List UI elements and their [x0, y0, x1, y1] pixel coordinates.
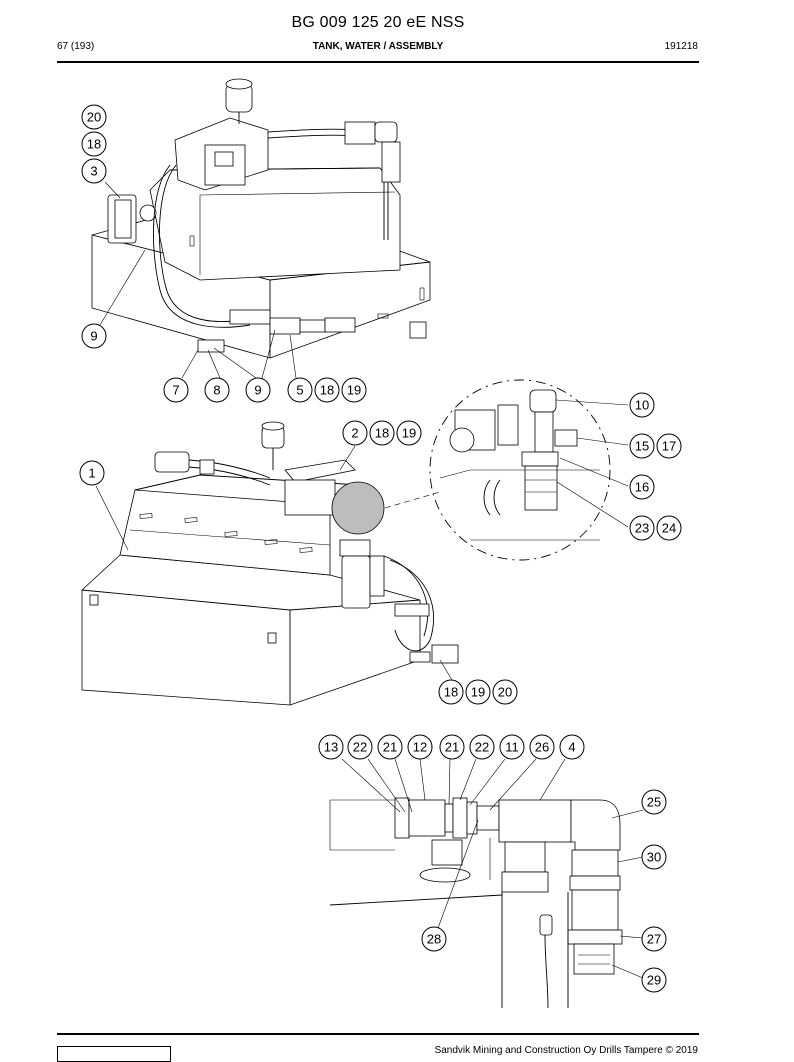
callout-22-b: 22 — [469, 734, 495, 760]
callout-23: 23 — [629, 515, 655, 541]
svg-text:16: 16 — [635, 480, 649, 495]
svg-text:10: 10 — [635, 398, 649, 413]
callout-26: 26 — [529, 734, 555, 760]
svg-text:25: 25 — [647, 795, 661, 810]
callout-19-top-row: 19 — [341, 377, 367, 403]
svg-text:18: 18 — [320, 383, 334, 398]
svg-text:5: 5 — [296, 383, 303, 398]
callout-8: 8 — [204, 377, 230, 403]
svg-text:7: 7 — [172, 383, 179, 398]
svg-text:21: 21 — [383, 740, 397, 755]
callout-27: 27 — [641, 926, 667, 952]
callout-19-mid: 19 — [396, 420, 422, 446]
svg-text:18: 18 — [375, 426, 389, 441]
svg-text:18: 18 — [87, 137, 101, 152]
svg-text:2: 2 — [351, 426, 358, 441]
callout-21-b: 21 — [439, 734, 465, 760]
callout-9-bottom: 9 — [245, 377, 271, 403]
svg-text:20: 20 — [498, 685, 512, 700]
document-title: BG 009 125 20 eE NSS — [291, 14, 465, 31]
callout-10: 10 — [629, 392, 655, 418]
top-tank-illustration — [91, 78, 431, 359]
svg-text:19: 19 — [471, 685, 485, 700]
bottom-pipe-detail — [329, 758, 644, 1009]
detail-view — [429, 379, 629, 561]
callout-4: 4 — [559, 734, 585, 760]
svg-text:1: 1 — [88, 466, 95, 481]
svg-text:21: 21 — [445, 740, 459, 755]
svg-text:19: 19 — [402, 426, 416, 441]
document-code: 191218 — [664, 41, 698, 52]
callout-3: 3 — [81, 158, 107, 184]
callout-7: 7 — [163, 377, 189, 403]
callout-25: 25 — [641, 789, 667, 815]
svg-text:8: 8 — [213, 383, 220, 398]
callout-19-lower: 19 — [465, 679, 491, 705]
callout-15: 15 — [629, 433, 655, 459]
callout-22-a: 22 — [347, 734, 373, 760]
company-logo — [57, 1046, 171, 1062]
callout-16: 16 — [629, 474, 655, 500]
svg-text:24: 24 — [662, 521, 676, 536]
page-number: 67 (193) — [57, 41, 95, 52]
callout-13: 13 — [318, 734, 344, 760]
callout-20-top: 20 — [81, 104, 107, 130]
callout-29: 29 — [641, 967, 667, 993]
svg-text:29: 29 — [647, 973, 661, 988]
svg-text:19: 19 — [347, 383, 361, 398]
callout-24: 24 — [656, 515, 682, 541]
callout-28: 28 — [421, 926, 447, 952]
svg-text:23: 23 — [635, 521, 649, 536]
svg-text:28: 28 — [427, 932, 441, 947]
callout-21-a: 21 — [377, 734, 403, 760]
svg-text:30: 30 — [647, 850, 661, 865]
callout-17: 17 — [656, 433, 682, 459]
svg-text:22: 22 — [475, 740, 489, 755]
top-leaders — [99, 181, 297, 379]
section-title: TANK, WATER / ASSEMBLY — [312, 41, 444, 52]
svg-text:9: 9 — [254, 383, 261, 398]
svg-text:12: 12 — [413, 740, 427, 755]
middle-tank-illustration — [81, 421, 459, 706]
callout-30: 30 — [641, 844, 667, 870]
callout-2: 2 — [342, 420, 368, 446]
svg-text:4: 4 — [568, 740, 575, 755]
callout-1: 1 — [79, 460, 105, 486]
callout-12: 12 — [407, 734, 433, 760]
callout-18-top-row: 18 — [314, 377, 340, 403]
svg-text:3: 3 — [90, 164, 97, 179]
svg-text:26: 26 — [535, 740, 549, 755]
svg-text:17: 17 — [662, 439, 676, 454]
svg-text:20: 20 — [87, 110, 101, 125]
svg-text:15: 15 — [635, 439, 649, 454]
svg-text:18: 18 — [444, 685, 458, 700]
svg-text:22: 22 — [353, 740, 367, 755]
callout-18-top: 18 — [81, 131, 107, 157]
footer-copyright: Sandvik Mining and Construction Oy Drill… — [434, 1045, 698, 1056]
callout-20-lower: 20 — [492, 679, 518, 705]
callout-18-lower: 18 — [438, 679, 464, 705]
callout-5: 5 — [287, 377, 313, 403]
svg-text:11: 11 — [505, 740, 519, 755]
footer-rule — [57, 1033, 699, 1035]
svg-text:27: 27 — [647, 932, 661, 947]
svg-text:13: 13 — [324, 740, 338, 755]
middle-leaders — [95, 445, 453, 681]
header-rule — [57, 61, 699, 63]
callout-9-left: 9 — [81, 323, 107, 349]
callout-18-mid: 18 — [369, 420, 395, 446]
callout-11: 11 — [499, 734, 525, 760]
svg-text:9: 9 — [90, 329, 97, 344]
